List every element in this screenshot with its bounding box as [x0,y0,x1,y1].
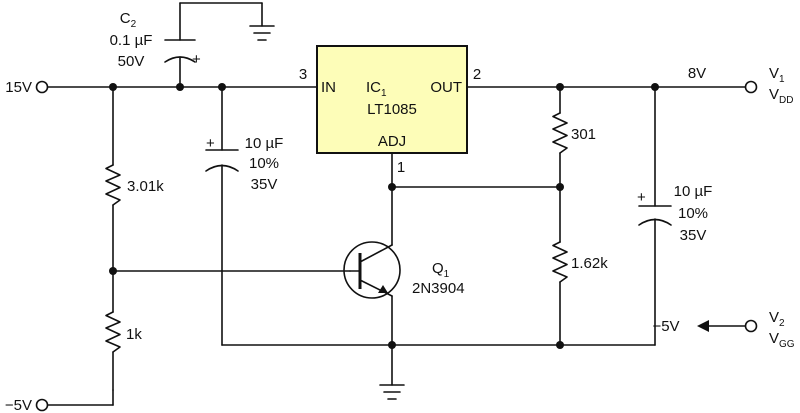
ic-pin-3-number: 3 [299,66,307,83]
wires [46,2,746,406]
capacitor-c2: + C2 0.1 µF 50V [110,10,201,70]
terminal-v2 [744,319,758,333]
npn-transistor-symbol: Q1 2N3904 [343,241,465,299]
terminal-15v [35,80,49,94]
c-out-polarity-label: + [637,189,646,206]
ic-body [316,45,468,154]
v2-alias-label: VGG [769,330,795,350]
c-in-polarity-label: + [206,135,215,152]
resistor-r2: 1k [105,311,142,353]
c-in-value-label: 10 µF [245,135,284,152]
c-out-value-label: 10 µF [674,183,713,200]
r1-value-label: 3.01k [127,178,164,195]
ic-pin-1-number: 1 [397,159,405,176]
junction-dot [218,83,226,91]
c2-voltage-label: 50V [118,53,145,70]
junction-dot [651,83,659,91]
junction-dot [176,83,184,91]
c-out-voltage-label: 35V [680,227,707,244]
c-in-voltage-label: 35V [251,176,278,193]
ground-symbol [379,384,405,400]
ic-pin-out-label: OUT [430,79,462,96]
v1-name-label: V1 [769,65,785,85]
junction-dots [109,83,659,349]
junction-dot [556,183,564,191]
v2-name-label: V2 [769,309,785,329]
ic-part-number: LT1085 [367,101,417,118]
v1-value-label: 8V [688,65,706,82]
v1-alias-label: VDD [769,86,793,106]
input-neg5v-label: −5V [5,397,32,413]
capacitor-input: + 10 µF 10% 35V [205,135,284,193]
input-15v-label: 15V [5,79,32,96]
ic-pin-adj-label: ADJ [378,133,406,150]
v2-value-label: −5V [652,318,679,335]
junction-dot [556,83,564,91]
c-in-tolerance-label: 10% [249,155,279,172]
q1-designator: Q1 [432,260,450,280]
junction-dot [388,341,396,349]
capacitor-output: + 10 µF 10% 35V [637,183,712,244]
r4-value-label: 1.62k [571,255,608,272]
junction-dot [109,83,117,91]
terminal-v1 [744,80,758,94]
c-out-tolerance-label: 10% [678,205,708,222]
ic-pin-in-label: IN [321,79,336,96]
junction-dot [388,183,396,191]
ic-pin-2-number: 2 [473,66,481,83]
resistor-r3: 301 [552,112,596,154]
resistor-r1: 3.01k [105,164,164,206]
r3-value-label: 301 [571,126,596,143]
q1-part-number: 2N3904 [412,280,465,297]
c2-designator: C2 [120,10,137,30]
ground-symbol [249,25,275,41]
arrow-symbol [697,320,709,332]
c2-value-label: 0.1 µF [110,32,153,49]
junction-dot [556,341,564,349]
terminal-neg5v [35,398,49,412]
junction-dot [109,267,117,275]
regulator-ic: IN OUT ADJ IC1 LT1085 3 2 1 [299,45,481,176]
r2-value-label: 1k [126,326,142,343]
ic-designator: IC1 [366,79,387,99]
c2-polarity-label: + [192,51,201,68]
resistor-r4: 1.62k [552,241,608,283]
